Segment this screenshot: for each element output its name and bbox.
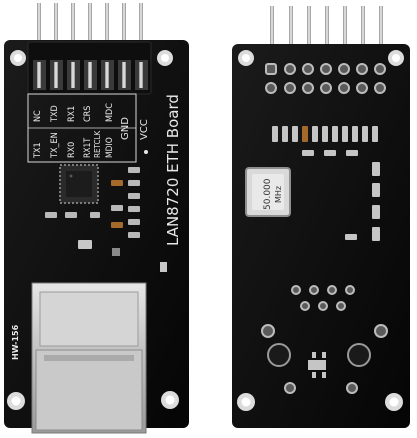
pin-label: TX_EN	[50, 132, 60, 159]
front-passives	[45, 167, 167, 272]
lan8720-chip	[59, 164, 99, 204]
back-pcb	[232, 44, 410, 428]
back-mounting-holes	[237, 50, 404, 411]
pin-label: RX0	[67, 142, 77, 158]
back-resistor-row	[272, 126, 378, 156]
back-solder-joints	[265, 63, 386, 94]
back-passives	[308, 162, 380, 378]
pin1-marker	[144, 150, 148, 154]
pin-label: RX1	[67, 106, 77, 122]
rj45-jack	[31, 282, 147, 434]
crystal-unit: MHz	[274, 186, 283, 203]
crystal-frequency: 50.000	[263, 178, 273, 210]
pin-label: MDC	[105, 103, 115, 122]
pin-label: RX1T	[83, 138, 93, 158]
pin-label: RETCLK	[93, 130, 102, 158]
pin-label: TXD	[50, 105, 60, 123]
back-header-pins	[270, 6, 383, 50]
power-label-gnd: GND	[120, 117, 131, 140]
board-name: LAN8720 ETH Board	[164, 94, 182, 246]
front-mounting-holes	[7, 50, 179, 410]
front-header-pins	[37, 3, 143, 47]
pin-label: CRS	[83, 106, 93, 122]
pin-label: TX1	[33, 142, 43, 159]
front-board: TX1 NC TX_EN TXD RX0 RX1 RX1T CRS RETCLK…	[4, 3, 189, 434]
back-board: 50.000 MHz	[232, 6, 410, 428]
pin-label: NC	[33, 110, 43, 122]
crystal-oscillator: 50.000 MHz	[245, 167, 291, 217]
back-rj45-pads	[291, 285, 355, 311]
pin-label: MDIO	[105, 137, 115, 158]
power-label-vcc: VCC	[139, 119, 150, 140]
model-code: HW-156	[11, 324, 20, 360]
back-led-pads	[261, 324, 388, 394]
